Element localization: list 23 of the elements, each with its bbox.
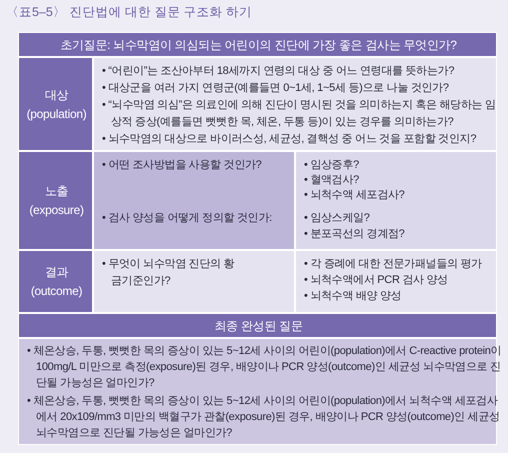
bullet-text: • 검사 양성을 어떻게 정의할 것인가: — [102, 211, 273, 226]
bullet-text: • 뇌척수액에서 PCR 검사 양성 — [304, 273, 449, 288]
bullet-text: • 대상군을 여러 가지 연령군(예를들면 0~1세, 1~5세 등)으로 나눌 것인가? — [102, 81, 450, 96]
bullet-text: • “어린이”는 조산아부터 18세까지 연령의 대상 중 어느 연령대를 뜻하는가? — [102, 64, 456, 79]
bullet-text: • 무엇이 뇌수막염 진단의 황금기준인가? — [102, 257, 236, 289]
bullet-text: • 뇌척수액 세포검사? — [304, 188, 406, 203]
bullet-text: • 뇌척수액 배양 양성 — [304, 289, 402, 304]
bullet-text: • 혈액검사? — [304, 173, 360, 188]
row-header-text: 결과 (outcome) — [30, 264, 84, 300]
bullet-text: • “뇌수막염 의심”은 의료인에 의해 진단이 명시된 것을 의미하는지 혹은 해당하는 임상적 증상(예를들면 뻣뻣한 목, 체온, 두통 등)이 있는 경우를 의미하는가? — [102, 98, 497, 130]
table-title: 〈표5–5〉 진단법에 대한 질문 구조화 하기 — [6, 4, 252, 21]
row-header-text: 노출 (exposure) — [28, 183, 85, 219]
bullet-text: • 어떤 조사방법을 사용할 것인가? — [102, 158, 262, 173]
bullet-text: • 임상스케일? — [304, 211, 371, 226]
bullet-text: • 체온상승, 두통, 뻣뻣한 목의 증상이 있는 5~12세 사이의 어린이(population)에서 C-reactive protein이 100mg/L 미만으로 측정(exposure)된 경우, 배양이나 PCR 양성(outcome)인 세균성 뇌수막염으로 진단될 가능성은 얼마인가? — [27, 344, 502, 391]
bullet-text: • 뇌수막염의 대상으로 바이러스성, 세균성, 결핵성 중 어느 것을 포함할 것인지? — [102, 132, 478, 147]
bullet-text: • 체온상승, 두통, 뻣뻣한 목의 증상이 있는 5~12세 사이의 어린이(population)에서 뇌척수액 세포검사에서 20x109/mm3 미만의 백혈구가 관찰(exposure)된 경우, 배양이나 PCR 양성(outcome)인 세균성 뇌수막염으로 진단될 가능성은 얼마인가? — [27, 394, 501, 441]
row-header-text: 대상 (population) — [26, 87, 88, 123]
header-text: 최종 완성된 질문 — [214, 318, 304, 335]
bullet-text: • 각 증례에 대한 전문가패널들의 평가 — [304, 257, 483, 272]
header-text: 초기질문: 뇌수막염이 의심되는 어린이의 진단에 가장 좋은 검사는 무엇인가? — [59, 37, 458, 54]
bullet-text: • 임상증후? — [304, 158, 360, 173]
bullet-text: • 분포곡선의 경계점? — [304, 227, 406, 242]
